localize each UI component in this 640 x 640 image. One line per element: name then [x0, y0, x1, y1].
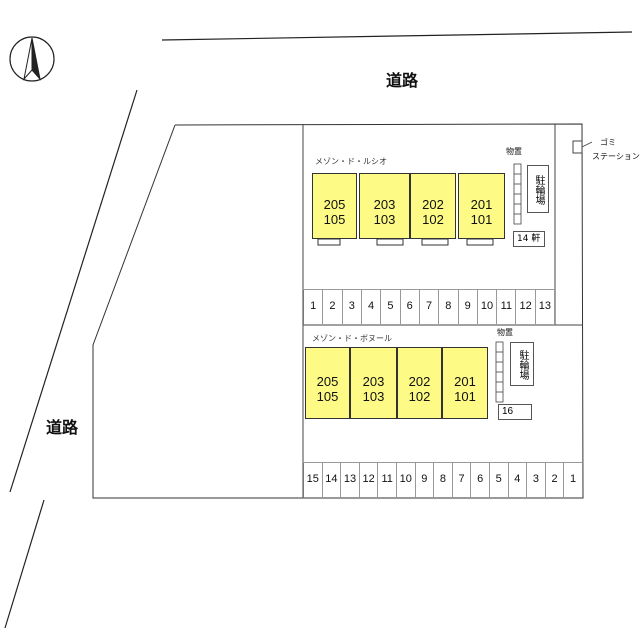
- parking-stall: 12: [515, 290, 534, 325]
- road-label-top: 道路: [386, 71, 419, 90]
- parking-stall: 13: [340, 463, 359, 498]
- building-2-name: メゾン・ド・ボヌール: [312, 334, 392, 343]
- unit-number-lower: 105: [316, 389, 339, 404]
- parking-stall: 10: [476, 290, 496, 325]
- building-1-bicycle-parking-label: 駐輪場: [533, 175, 544, 205]
- unit-number-lower: 101: [454, 389, 476, 404]
- parking-stall: 5: [380, 290, 399, 325]
- parking-stall: 10: [395, 463, 415, 498]
- building-1-storage-label: 物置: [506, 147, 522, 156]
- parking-stall: 6: [399, 290, 419, 325]
- parking-stall: 12: [358, 463, 378, 498]
- unit-number-lower: 102: [408, 389, 431, 404]
- building-1-storage-strip: [513, 163, 522, 225]
- parking-stall: 4: [360, 290, 380, 325]
- unit-number-upper: 201: [470, 197, 493, 212]
- unit-number-upper: 203: [373, 197, 396, 212]
- site-boundary: [92, 123, 584, 499]
- parking-stall: 8: [438, 290, 457, 325]
- unit-number-lower: 102: [422, 212, 444, 227]
- road-label-left: 道路: [46, 418, 79, 437]
- parking-stall: 3: [526, 463, 545, 498]
- unit-number-lower: 103: [373, 212, 396, 227]
- garbage-station-box: [572, 140, 583, 154]
- parking-stall: 11: [496, 290, 515, 325]
- building-1-bike-count: 14 軒: [513, 231, 545, 247]
- building-2-bicycle-parking-label: 駐輪場: [517, 350, 528, 380]
- garbage-station-label-1: ゴミ: [600, 138, 616, 147]
- parking-stall: 15: [303, 463, 322, 498]
- unit-number-lower: 101: [470, 212, 493, 227]
- parking-stall: 13: [534, 290, 554, 325]
- road-edge-left-lower: [4, 499, 45, 629]
- parking-stall: 3: [341, 290, 361, 325]
- unit-number-lower: 105: [323, 212, 346, 227]
- building-2-storage-label: 物置: [497, 328, 513, 337]
- parking-stall: 6: [470, 463, 489, 498]
- parking-stall: 11: [377, 463, 396, 498]
- building-1-name: メゾン・ド・ルシオ: [315, 157, 387, 166]
- building-2-extra-stall: 16: [498, 404, 532, 420]
- parking-stall: 2: [322, 290, 341, 325]
- unit-number-upper: 203: [362, 374, 385, 389]
- unit-number-upper: 202: [422, 197, 444, 212]
- parking-stall: 5: [488, 463, 508, 498]
- building-2-bicycle-parking: 駐輪場: [510, 342, 534, 386]
- parking-stall: 1: [563, 463, 582, 498]
- parking-stall: 14: [321, 463, 341, 498]
- road-edge-left-outer: [9, 89, 138, 493]
- unit-number-upper: 202: [408, 374, 431, 389]
- parking-stall: 7: [418, 290, 438, 325]
- north-arrow-icon: [9, 36, 55, 82]
- garbage-station-label-2: ステーション: [592, 152, 640, 161]
- parking-stall: 8: [433, 463, 452, 498]
- unit-number-upper: 201: [454, 374, 476, 389]
- unit-number-upper: 205: [316, 374, 339, 389]
- building-2-storage-strip: [495, 341, 504, 403]
- unit-number-lower: 103: [362, 389, 385, 404]
- parking-stall: 9: [414, 463, 434, 498]
- building-1-balconies: [317, 238, 494, 246]
- parking-stall: 9: [457, 290, 477, 325]
- unit-number-upper: 205: [323, 197, 346, 212]
- building-1-bicycle-parking: 駐輪場: [527, 165, 549, 213]
- parking-stall: 2: [544, 463, 564, 498]
- parking-stall: 4: [507, 463, 527, 498]
- road-edge-top: [161, 31, 633, 41]
- parking-stall: 7: [451, 463, 471, 498]
- parking-stall: 1: [303, 290, 322, 325]
